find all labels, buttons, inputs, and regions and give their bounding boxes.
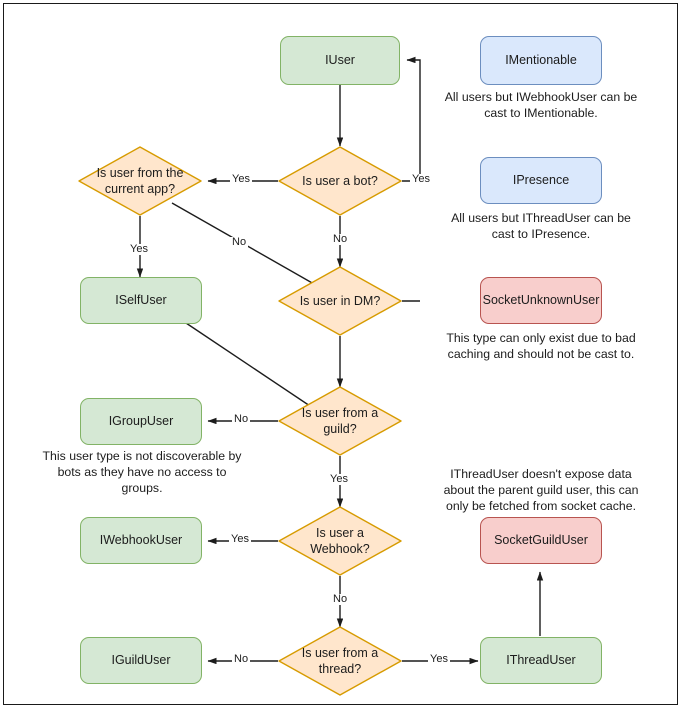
decision-is-webhook-label: Is user a Webhook? <box>310 526 370 556</box>
edge-label-isthread-no: No <box>232 653 251 665</box>
edge-label-isguild-yes: Yes <box>328 473 350 485</box>
node-iselfuser[interactable]: ISelfUser <box>80 277 202 324</box>
decision-is-bot[interactable]: Is user a bot? <box>278 146 402 216</box>
decision-is-dm-label: Is user in DM? <box>299 294 381 308</box>
node-socketunknownuser-label: SocketUnknownUser <box>482 292 600 307</box>
edge-label-currentapp-yes: Yes <box>128 243 150 255</box>
node-iwebhookuser[interactable]: IWebhookUser <box>80 517 202 564</box>
edge-label-iswebhook-yes: Yes <box>229 533 251 545</box>
caption-igroupuser: This user type is not discoverable by bo… <box>42 449 242 495</box>
node-iuser-label: IUser <box>325 52 355 67</box>
decision-is-current-app-label: Is user from the current app? <box>96 166 184 196</box>
edge-label-isbot-yes-left: Yes <box>230 173 252 185</box>
node-iguilduser[interactable]: IGuildUser <box>80 637 202 684</box>
caption-imentionable: All users but IWebhookUser can be cast t… <box>444 90 638 120</box>
node-ipresence-label: IPresence <box>512 172 570 187</box>
node-igroupuser-label: IGroupUser <box>108 413 174 428</box>
node-ithreaduser-label: IThreadUser <box>506 652 576 667</box>
caption-socketguilduser: IThreadUser doesn't expose data about th… <box>443 467 639 513</box>
decision-is-bot-label: Is user a bot? <box>302 174 378 188</box>
node-iwebhookuser-label: IWebhookUser <box>99 532 183 547</box>
decision-is-dm[interactable]: Is user in DM? <box>278 266 402 336</box>
node-socketguilduser-label: SocketGuildUser <box>494 532 588 547</box>
node-socketunknownuser[interactable]: SocketUnknownUser <box>480 277 602 324</box>
node-igroupuser[interactable]: IGroupUser <box>80 398 202 445</box>
node-imentionable[interactable]: IMentionable <box>480 36 602 85</box>
decision-is-guild-label: Is user from a guild? <box>301 406 379 436</box>
decision-is-thread-label: Is user from a thread? <box>301 646 379 676</box>
edge-label-isbot-no: No <box>331 233 350 245</box>
node-ithreaduser[interactable]: IThreadUser <box>480 637 602 684</box>
decision-is-webhook[interactable]: Is user a Webhook? <box>278 506 402 576</box>
edge-label-currentapp-no: No <box>230 236 249 248</box>
node-iuser[interactable]: IUser <box>280 36 400 85</box>
edge-label-isthread-yes: Yes <box>428 653 450 665</box>
node-imentionable-label: IMentionable <box>505 52 577 67</box>
caption-ipresence: All users but IThreadUser can be cast to… <box>451 211 631 241</box>
edge-label-iswebhook-no: No <box>331 593 350 605</box>
decision-is-guild[interactable]: Is user from a guild? <box>278 386 402 456</box>
node-socketguilduser[interactable]: SocketGuildUser <box>480 517 602 564</box>
edge-label-isguild-no: No <box>232 413 251 425</box>
node-ipresence[interactable]: IPresence <box>480 157 602 204</box>
node-iselfuser-label: ISelfUser <box>115 292 167 307</box>
caption-socketunknownuser: This type can only exist due to bad cach… <box>446 331 636 361</box>
edge-label-isbot-yes-right: Yes <box>410 173 432 185</box>
decision-is-thread[interactable]: Is user from a thread? <box>278 626 402 696</box>
decision-is-current-app[interactable]: Is user from the current app? <box>78 146 202 216</box>
node-iguilduser-label: IGuildUser <box>111 652 171 667</box>
